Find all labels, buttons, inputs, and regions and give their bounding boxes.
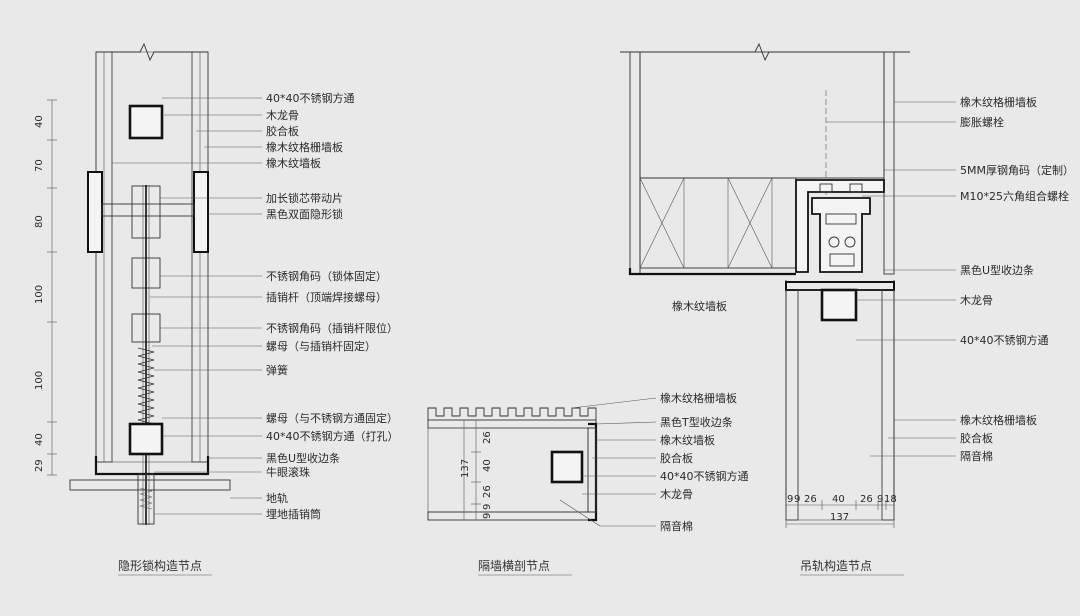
label-1-15: 牛眼滚珠	[266, 465, 310, 479]
dim-2: 70	[34, 159, 45, 172]
label-2-2: 橡木纹墙板	[660, 433, 715, 447]
label-2-4: 40*40不锈钢方通	[660, 469, 749, 483]
dim-6: 40	[34, 433, 45, 446]
detail-partition-section: 26 40 26 9 9 137 橡木纹格栅墙板 黑色T型收边条 橡木纹墙板 胶…	[427, 391, 749, 576]
label-1-14: 黑色U型收边条	[266, 451, 340, 465]
label-2-3: 胶合板	[660, 451, 693, 465]
dim-5: 100	[34, 371, 45, 390]
dim2-3: 26	[482, 485, 493, 498]
dim-1: 40	[34, 115, 45, 128]
dim3-3: 26	[804, 494, 817, 505]
dim-3: 80	[34, 215, 45, 228]
rail-profile	[811, 197, 871, 273]
dim3-7: 18	[884, 494, 897, 505]
label-1-10: 螺母（与插销杆固定）	[266, 339, 376, 353]
label-2-6: 隔音棉	[660, 519, 693, 533]
label-1-12: 螺母（与不锈钢方通固定）	[266, 411, 398, 425]
caption-detail3: 吊轨构造节点	[800, 558, 872, 573]
label-1-5: 加长锁芯带动片	[266, 191, 343, 205]
steel-tube-rail	[820, 288, 858, 322]
label-3-3: M10*25六角组合螺栓	[960, 189, 1069, 203]
label-1-2: 胶合板	[266, 124, 299, 138]
label-1-3: 橡木纹格栅墙板	[266, 140, 343, 154]
label-3-4: 黑色U型收边条	[960, 263, 1034, 277]
insulation-fill	[111, 51, 193, 463]
label-2-1: 黑色T型收边条	[660, 415, 733, 429]
steel-tube-bottom	[128, 422, 164, 456]
dim3-5: 26	[860, 494, 873, 505]
dim2-1: 26	[482, 431, 493, 444]
dim3-total: 137	[830, 512, 849, 523]
label-1-7: 不锈钢角码（锁体固定）	[266, 269, 387, 283]
spring	[137, 347, 155, 433]
label-3-1: 膨胀螺栓	[960, 115, 1004, 129]
caption-detail2: 隔墙横剖节点	[478, 559, 550, 573]
label-2-0: 橡木纹格栅墙板	[660, 391, 737, 405]
label-1-0: 40*40不锈钢方通	[266, 91, 355, 105]
dim3-6: 9	[877, 494, 883, 505]
dim3-4: 40	[832, 494, 845, 505]
label-3-8: 胶合板	[960, 431, 993, 445]
label-3-left: 橡木纹墙板	[672, 299, 727, 313]
label-1-17: 埋地插销筒	[266, 507, 321, 521]
dim2-4: 9	[482, 504, 493, 510]
label-3-0: 橡木纹格栅墙板	[960, 95, 1037, 109]
label-3-2: 5MM厚钢角码（定制）	[960, 163, 1074, 177]
label-3-9: 隔音棉	[960, 449, 993, 463]
label-1-1: 木龙骨	[266, 109, 299, 122]
label-1-8: 插销杆（顶端焊接螺母）	[266, 290, 387, 304]
dim2-5: 9	[482, 513, 493, 519]
caption-detail1: 隐形锁构造节点	[118, 558, 202, 573]
label-1-13: 40*40不锈钢方通（打孔）	[266, 429, 399, 443]
dim3-1: 9	[787, 494, 793, 505]
dim3-2: 9	[794, 494, 800, 505]
label-3-5: 木龙骨	[960, 294, 993, 307]
concrete-slab	[639, 51, 885, 179]
dim-7: 29	[34, 459, 45, 472]
dim2-2: 40	[482, 459, 493, 472]
detail-hanging-rail: 9 9 26 40 26 9 18 137 橡木纹格栅墙板 膨胀螺栓 5MM厚钢…	[620, 42, 1074, 576]
steel-tube-section	[550, 450, 584, 484]
label-2-5: 木龙骨	[660, 488, 693, 501]
dim2-total: 137	[460, 459, 471, 478]
dim-4: 100	[34, 285, 45, 304]
label-3-7: 橡木纹格栅墙板	[960, 413, 1037, 427]
label-1-9: 不锈钢角码（插销杆限位）	[266, 321, 398, 335]
label-1-6: 黑色双面隐形锁	[266, 207, 343, 221]
label-1-16: 地轨	[266, 491, 288, 505]
detail-invisible-lock: 40 70 80 100 100 40 29	[34, 42, 399, 576]
label-1-11: 弹簧	[266, 363, 288, 377]
label-3-6: 40*40不锈钢方通	[960, 333, 1049, 347]
steel-tube-top	[128, 104, 164, 140]
label-1-4: 橡木纹墙板	[266, 156, 321, 170]
